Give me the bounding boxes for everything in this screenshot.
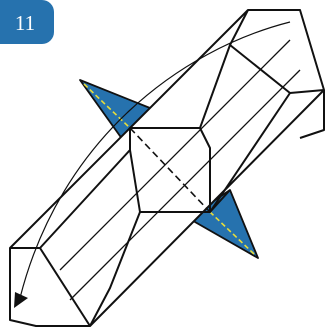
step-badge: 11 xyxy=(0,0,54,44)
model-body xyxy=(10,10,324,326)
step-number: 11 xyxy=(15,11,35,35)
body-outline xyxy=(10,10,324,326)
